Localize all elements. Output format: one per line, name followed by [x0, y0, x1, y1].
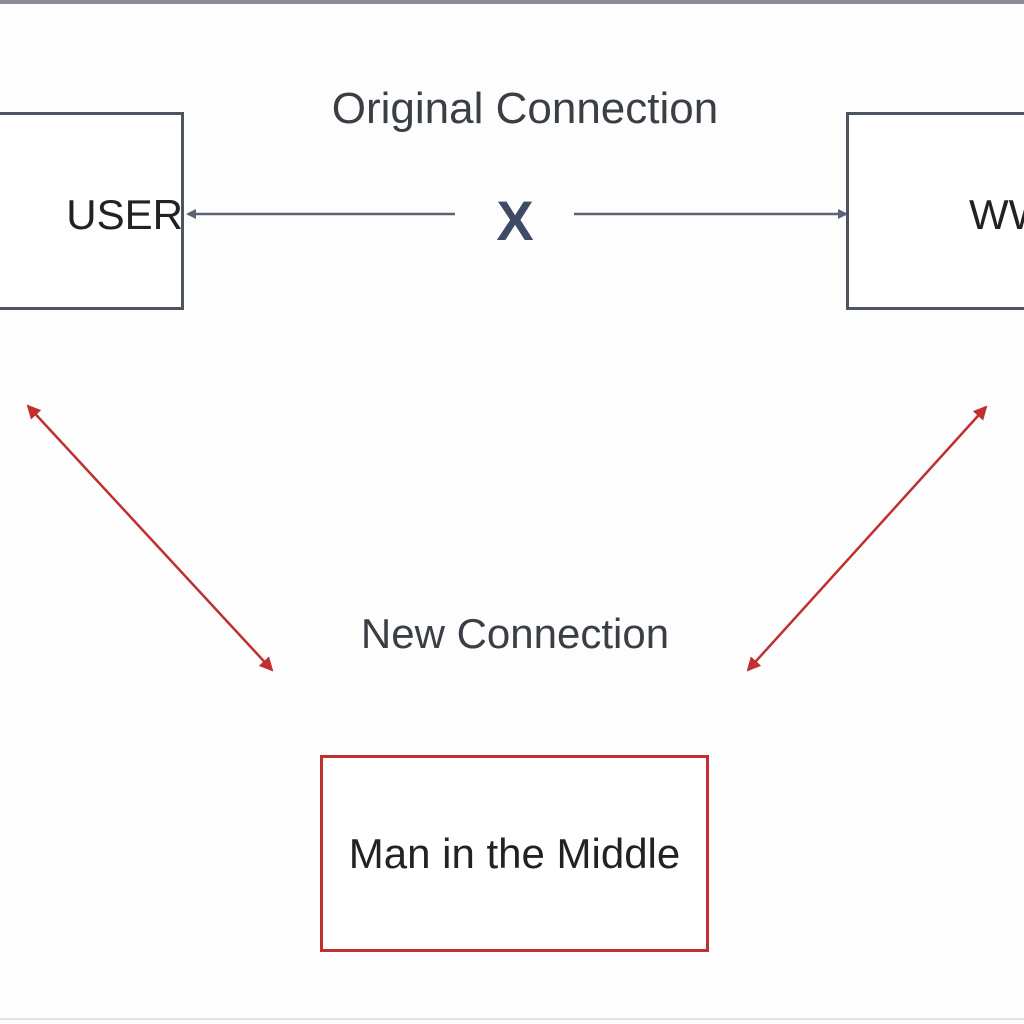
man-in-the-middle-node: Man in the Middle	[320, 755, 709, 952]
user-node-label: USER	[66, 191, 183, 238]
new-link-right-arrow	[746, 405, 988, 672]
bottom-divider	[0, 1018, 1024, 1020]
blocked-connection-mark: X	[496, 189, 534, 252]
www-node-label: WWW	[969, 191, 1024, 238]
original-connection-label: Original Connection	[331, 84, 719, 133]
man-in-the-middle-label: Man in the Middle	[348, 829, 681, 877]
user-node: USER	[0, 112, 184, 310]
new-connection-label: New Connection	[360, 610, 670, 657]
top-divider	[0, 0, 1024, 4]
new-link-left-arrow	[26, 404, 274, 672]
www-node: WWW	[846, 112, 1024, 310]
